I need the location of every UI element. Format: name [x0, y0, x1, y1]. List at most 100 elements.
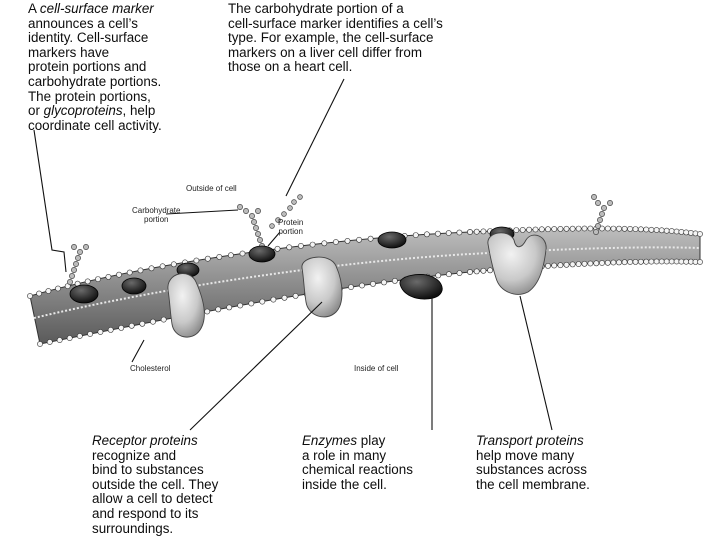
label-carbohydrate-portion: Carbohydrate portion	[132, 206, 180, 224]
phospholipid-head	[587, 225, 594, 232]
phospholipid-head	[526, 226, 532, 233]
phospholipid-head	[581, 225, 588, 232]
phospholipid-head	[356, 236, 362, 243]
phospholipid-head	[270, 296, 277, 303]
phospholipid-head	[632, 258, 639, 265]
callout-line: coordinate cell activity.	[28, 117, 162, 133]
callout-line: and respond to its	[92, 505, 199, 521]
phospholipid-head	[45, 288, 52, 294]
pointer-cell-surface-marker	[33, 129, 67, 273]
pointer-carbohydrate-label	[165, 209, 239, 215]
phospholipid-head	[621, 225, 628, 232]
phospholipid-head	[381, 279, 387, 286]
phospholipid-head	[118, 324, 125, 331]
phospholipid-head	[435, 272, 442, 279]
phospholipid-head	[37, 341, 43, 347]
phospholipid-head	[36, 290, 42, 297]
phospholipid-head	[292, 292, 299, 299]
phospholipid-head	[697, 259, 703, 265]
phospholipid-head	[286, 244, 293, 251]
phospholipid-head	[673, 228, 680, 235]
pointer-protein-portion	[267, 231, 281, 247]
phospholipid-head	[551, 262, 558, 269]
phospholipid-head	[557, 262, 564, 269]
callout-line: type. For example, the cell-surface	[228, 30, 434, 46]
callout-line: Receptor proteins	[92, 433, 198, 448]
callout-line: markers have	[28, 44, 110, 60]
phospholipid-head	[259, 298, 266, 305]
phospholipid-head	[545, 226, 551, 233]
callout-line: The carbohydrate portion of a	[228, 1, 404, 16]
phospholipid-head	[575, 261, 582, 267]
phospholipid-head	[139, 320, 146, 327]
phospholipid-head	[137, 267, 144, 274]
carbohydrate-chain-1	[67, 244, 89, 285]
phospholipid-head	[434, 230, 441, 237]
phospholipid-head	[653, 258, 660, 265]
phospholipid-head	[116, 271, 122, 278]
phospholipid-head	[610, 259, 617, 266]
carbohydrate-chain-2	[237, 204, 265, 249]
phospholipid-head	[563, 261, 570, 268]
phospholipid-head	[105, 273, 112, 280]
phospholipid-head	[227, 252, 234, 259]
phospholipid-head	[683, 229, 690, 236]
label-protein-line2: portion	[278, 227, 303, 236]
receptor-protein	[167, 273, 205, 338]
phospholipid-head	[545, 262, 551, 269]
phospholipid-head	[76, 333, 83, 339]
phospholipid-head	[632, 226, 639, 232]
phospholipid-head	[532, 226, 539, 233]
phospholipid-head	[569, 261, 576, 268]
label-cholesterol: Cholesterol	[130, 364, 171, 373]
callout-line: a role in many	[302, 447, 387, 463]
callout-line: carbohydrate portions.	[28, 73, 162, 89]
glycoprotein-4	[248, 245, 276, 263]
label-protein-line1: Protein	[278, 218, 304, 227]
phospholipid-head	[678, 258, 685, 265]
phospholipid-head	[648, 258, 655, 265]
phospholipid-head	[281, 294, 288, 301]
phospholipid-head	[237, 302, 244, 309]
phospholipid-head	[46, 339, 53, 345]
phospholipid-head	[344, 237, 351, 244]
phospholipid-head	[538, 226, 545, 233]
phospholipid-head	[551, 226, 558, 232]
phospholipid-head	[159, 263, 166, 270]
callout-line: or glycoproteins, help	[28, 103, 156, 119]
phospholipid-head	[456, 270, 463, 276]
callout-line: announces a cell’s	[28, 15, 138, 31]
phospholipid-head	[193, 257, 200, 264]
phospholipid-head	[226, 304, 233, 311]
pointer-carbohydrate-portion	[285, 78, 345, 197]
callout-line: outside the cell. They	[92, 476, 219, 492]
phospholipid-head	[604, 225, 611, 232]
carbohydrate-chain-4	[591, 194, 613, 235]
glycoprotein-5	[377, 231, 407, 249]
callout-line: allow a cell to detect	[92, 491, 213, 507]
phospholipid-head	[581, 260, 588, 267]
phospholipid-head	[653, 227, 660, 233]
glycoprotein-1	[69, 284, 99, 304]
phospholipid-head	[55, 285, 61, 292]
phospholipid-head	[348, 284, 354, 290]
phospholipid-head	[643, 258, 650, 265]
phospholipid-head	[575, 225, 582, 232]
callout-line: chemical reactions	[302, 462, 413, 478]
phospholipid-head	[480, 267, 487, 274]
phospholipid-head	[297, 242, 304, 249]
label-outside-of-cell: Outside of cell	[186, 184, 237, 193]
phospholipid-head	[621, 259, 628, 266]
phospholipid-head	[668, 228, 675, 234]
phospholipid-head	[638, 226, 644, 233]
callout-line: surroundings.	[92, 520, 174, 536]
phospholipid-head	[56, 337, 63, 343]
phospholipid-head	[332, 239, 339, 245]
phospholipid-head	[473, 228, 480, 235]
phospholipid-head	[643, 226, 650, 233]
callout-line: inside the cell.	[302, 476, 387, 492]
phospholipid-head	[239, 250, 246, 257]
phospholipid-head	[170, 261, 177, 268]
phospholipid-head	[599, 260, 605, 266]
